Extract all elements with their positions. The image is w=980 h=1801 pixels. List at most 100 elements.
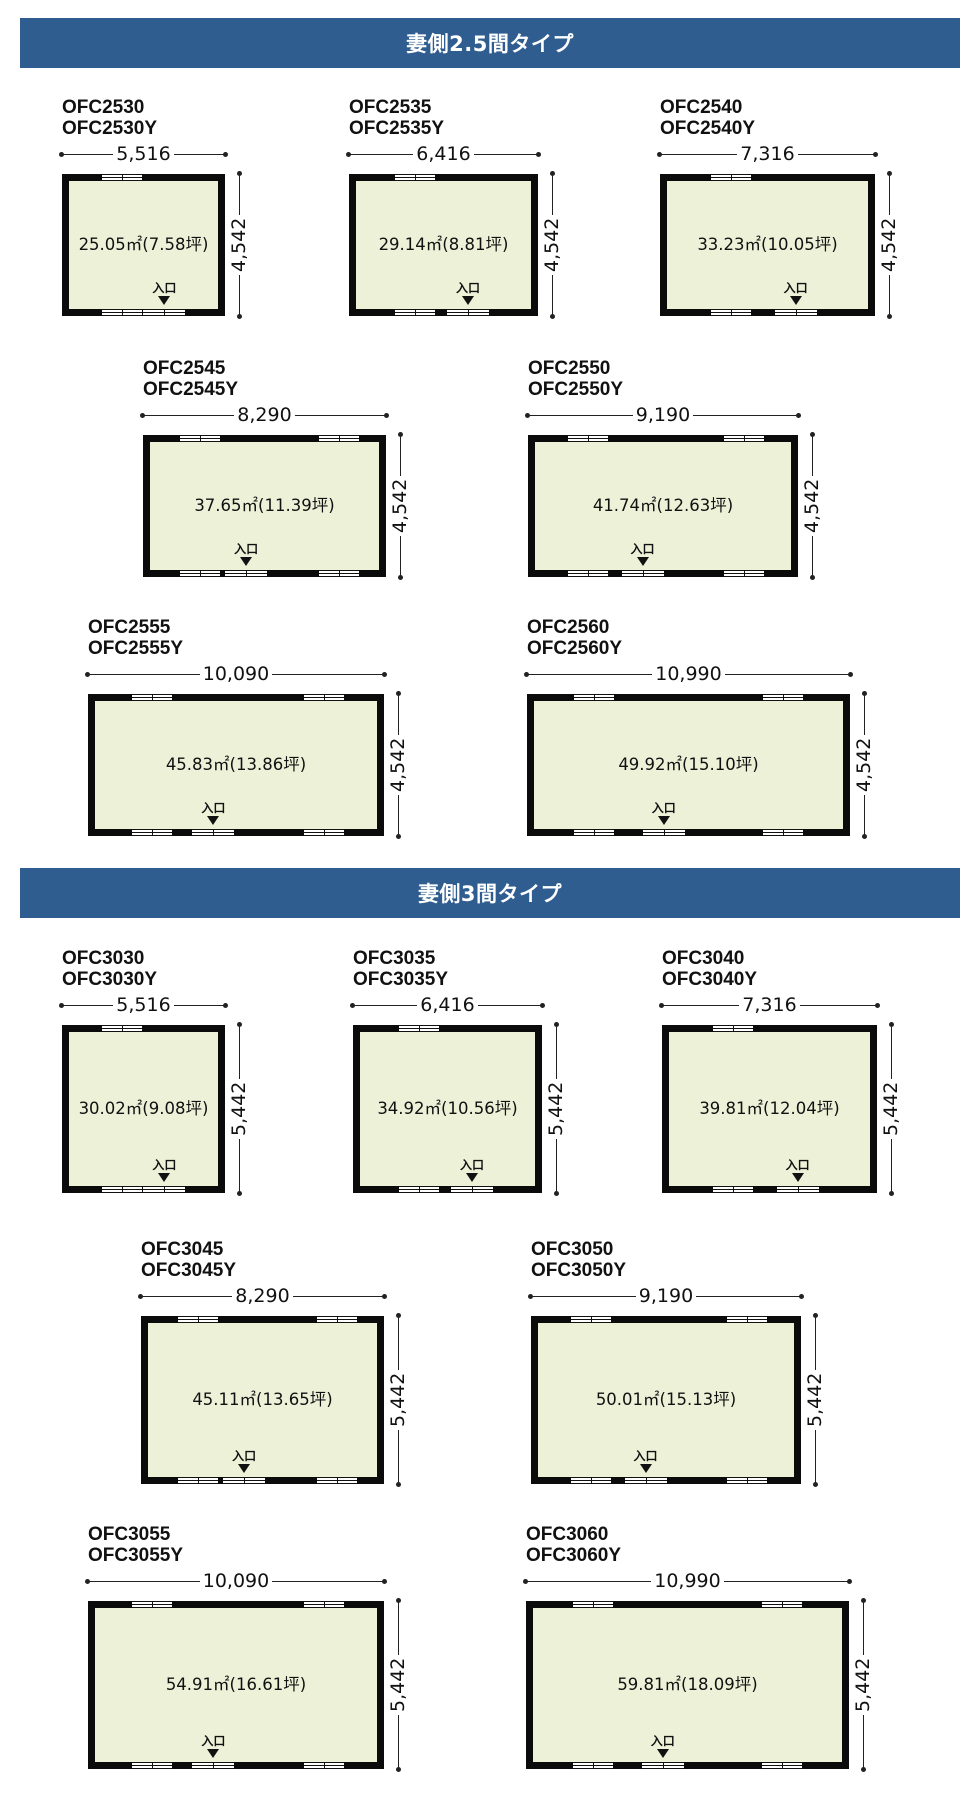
width-dimension: 10,990 <box>652 663 725 685</box>
room-outline: 59.81㎡(18.09坪) 入口 <box>526 1601 849 1769</box>
depth-dimension: 5,442 <box>804 1369 826 1430</box>
room-outline: 25.05㎡(7.58坪)入口 <box>62 174 225 316</box>
window <box>131 694 172 701</box>
window <box>177 1316 218 1323</box>
depth-dimension: 5,442 <box>387 1369 409 1430</box>
depth-dimension: 4,542 <box>228 214 250 275</box>
depth-dimension: 5,442 <box>228 1078 250 1139</box>
window <box>568 570 609 577</box>
entrance-arrow-icon <box>789 296 802 305</box>
entrance-label: 入口 <box>152 281 177 295</box>
model-code: OFC3030 <box>62 948 145 969</box>
entrance-arrow-icon <box>656 1749 669 1758</box>
width-dimension: 10,090 <box>199 1570 273 1592</box>
room-outline: 50.01㎡(15.13坪)入口 <box>531 1316 801 1484</box>
entrance-label: 入口 <box>650 1734 675 1748</box>
window <box>317 1477 358 1484</box>
entrance-arrow-icon <box>639 1464 652 1473</box>
entrance-arrow-icon <box>657 816 670 825</box>
depth-dimension: 5,442 <box>545 1078 567 1139</box>
width-dimension: 7,316 <box>739 994 800 1016</box>
width-dimension: 10,090 <box>199 663 273 685</box>
window <box>101 1186 142 1193</box>
entrance-label: 入口 <box>201 1734 226 1748</box>
window <box>762 829 803 836</box>
floor-area: 59.81㎡(18.09坪) <box>617 1675 758 1694</box>
width-dimension: 8,290 <box>234 404 295 426</box>
window <box>762 694 803 701</box>
depth-dimension: 4,542 <box>801 475 823 536</box>
model-code: OFC3040 <box>662 948 745 969</box>
entrance-label: 入口 <box>630 542 655 556</box>
floor-area: 33.23㎡(10.05坪) <box>697 235 838 254</box>
window <box>319 435 360 442</box>
floor-area: 49.92㎡(15.10坪) <box>618 755 759 774</box>
width-dimension: 5,516 <box>113 143 174 165</box>
window <box>642 829 685 836</box>
window <box>776 1186 819 1193</box>
model-code: OFC3035Y <box>353 969 449 990</box>
model-code: OFC3030Y <box>62 969 158 990</box>
window <box>179 570 220 577</box>
room-outline: 33.23㎡(10.05坪)入口 <box>660 174 875 316</box>
window <box>131 1601 172 1608</box>
window <box>177 1477 218 1484</box>
depth-dimension: 4,542 <box>387 734 409 795</box>
window <box>711 309 752 316</box>
entrance-arrow-icon <box>636 557 649 566</box>
model-code: OFC3060Y <box>526 1545 622 1566</box>
depth-dimension: 5,442 <box>852 1654 874 1715</box>
window <box>192 829 235 836</box>
entrance-label: 入口 <box>651 801 676 815</box>
entrance-arrow-icon <box>791 1173 804 1182</box>
entrance-arrow-icon <box>240 557 253 566</box>
model-code: OFC2545Y <box>143 379 239 400</box>
window <box>398 1025 439 1032</box>
floor-area: 41.74㎡(12.63坪) <box>592 496 734 515</box>
room-outline: 45.83㎡(13.86坪)入口 <box>88 694 384 836</box>
entrance-arrow-icon <box>462 296 474 305</box>
window <box>724 570 765 577</box>
model-code: OFC2560Y <box>527 638 623 659</box>
room-outline: 37.65㎡(11.39坪)入口 <box>143 435 386 577</box>
section-header: 妻側2.5間タイプ <box>20 18 960 68</box>
entrance-arrow-icon <box>238 1464 251 1473</box>
width-dimension: 9,190 <box>635 1285 697 1307</box>
window <box>303 1601 344 1608</box>
room-outline: 39.81㎡(12.04坪)入口 <box>662 1025 877 1193</box>
entrance-label: 入口 <box>455 281 480 295</box>
window <box>774 309 817 316</box>
model-code: OFC3055 <box>88 1524 171 1545</box>
window <box>727 1316 768 1323</box>
window <box>713 1025 754 1032</box>
floor-area: 37.65㎡(11.39坪) <box>194 496 335 515</box>
window <box>143 309 186 316</box>
model-code: OFC2555Y <box>88 638 184 659</box>
width-dimension: 5,516 <box>113 994 174 1016</box>
window <box>571 1477 612 1484</box>
entrance-label: 入口 <box>633 1449 658 1463</box>
floor-area: 45.83㎡(13.86坪) <box>165 755 307 774</box>
model-code: OFC3055Y <box>88 1545 184 1566</box>
window <box>641 1762 684 1769</box>
window <box>574 829 615 836</box>
entrance-label: 入口 <box>152 1158 177 1172</box>
entrance-label: 入口 <box>785 1158 810 1172</box>
entrance-arrow-icon <box>466 1173 478 1182</box>
floor-area: 54.91㎡(16.61坪) <box>165 1675 307 1694</box>
model-code: OFC2535Y <box>349 118 445 139</box>
room-outline: 34.92㎡(10.56坪)入口 <box>353 1025 542 1193</box>
model-code: OFC2535 <box>349 97 432 118</box>
window <box>574 694 615 701</box>
